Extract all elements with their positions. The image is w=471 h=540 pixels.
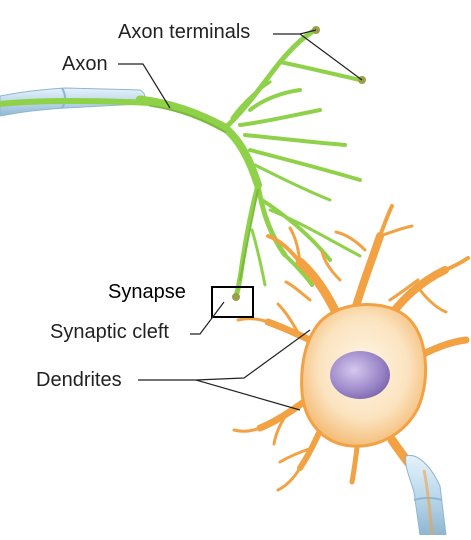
axon: [135, 27, 362, 299]
nucleus: [330, 351, 390, 399]
leader-lines: [118, 29, 363, 411]
label-synapse: Synapse: [108, 281, 186, 303]
axon-shading: [149, 105, 259, 281]
dendrites: [232, 204, 470, 492]
synapse-box: [211, 286, 254, 318]
label-axon: Axon: [62, 53, 108, 75]
myelin-sheath-right: [387, 435, 447, 536]
leader-synaptic-cleft: [190, 301, 225, 335]
leader-axon: [118, 63, 171, 109]
terminal-bulb: [232, 293, 240, 301]
leader-dendrites-1: [138, 329, 311, 381]
label-dendrites: Dendrites: [36, 369, 122, 391]
leader-dendrites-2: [195, 379, 301, 411]
cell-body: [300, 303, 428, 448]
label-axon-terminals: Axon terminals: [118, 21, 251, 43]
label-synaptic-cleft: Synaptic cleft: [50, 321, 169, 343]
leader-axon-terminals-2: [299, 33, 363, 81]
